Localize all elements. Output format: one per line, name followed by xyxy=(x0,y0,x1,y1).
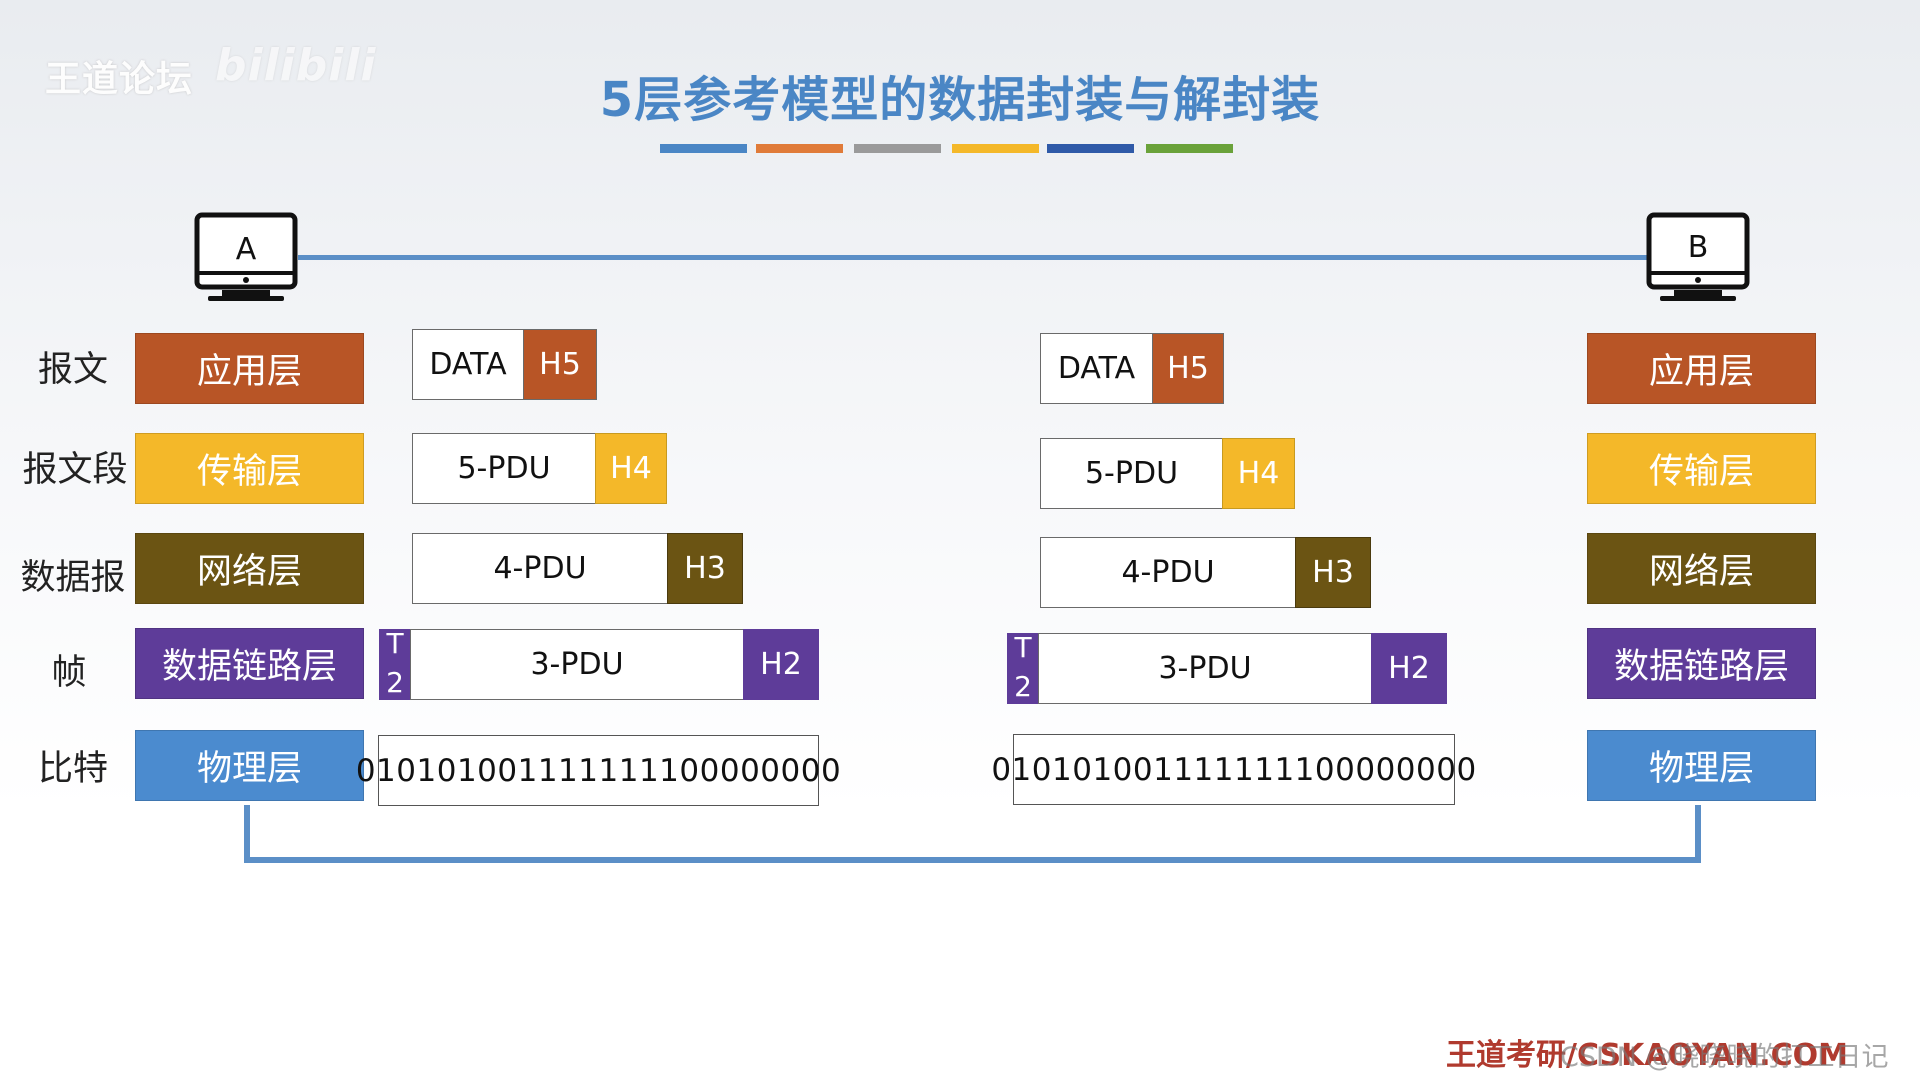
trailer-2: 2 xyxy=(386,666,404,699)
layer-application-a: 应用层 xyxy=(135,333,364,404)
receiver-datalink-header: H2 xyxy=(1371,633,1447,704)
layer-physical-a: 物理层 xyxy=(135,730,364,801)
receiver-network-data: 4-PDU xyxy=(1040,537,1296,608)
receiver-transport-header: H4 xyxy=(1222,438,1295,509)
receiver-datalink-trailer: T 2 xyxy=(1007,633,1039,704)
sender-datalink-trailer: T 2 xyxy=(379,629,411,700)
host-b-label: B xyxy=(1687,230,1709,265)
receiver-app-data: DATA xyxy=(1040,333,1153,404)
label-frame: 帧 xyxy=(51,653,87,693)
receiver-network-header: H3 xyxy=(1295,537,1371,608)
receiver-bitstream: 010101001111111100000000 xyxy=(991,734,1476,805)
watermark-bilibili: bilibili xyxy=(215,40,377,91)
trailer-t: T xyxy=(1014,631,1032,664)
layer-datalink-b: 数据链路层 xyxy=(1587,628,1816,699)
sender-network-data: 4-PDU xyxy=(412,533,668,604)
label-datagram: 数据报 xyxy=(20,558,126,598)
receiver-app-header: H5 xyxy=(1152,333,1224,404)
sender-transport-data: 5-PDU xyxy=(412,433,596,504)
bottom-connection-line xyxy=(244,857,1701,863)
sender-datalink-data: 3-PDU xyxy=(410,629,744,700)
receiver-datalink-data: 3-PDU xyxy=(1038,633,1372,704)
host-a-label: A xyxy=(235,232,257,267)
sender-transport-header: H4 xyxy=(595,433,667,504)
sender-datalink-header: H2 xyxy=(743,629,819,700)
monitor-icon xyxy=(194,212,298,301)
bottom-link-right xyxy=(1695,805,1701,863)
page-title: 5层参考模型的数据封装与解封装 xyxy=(599,72,1321,128)
trailer-2: 2 xyxy=(1014,670,1032,703)
layer-physical-b: 物理层 xyxy=(1587,730,1816,801)
bottom-link-left xyxy=(244,805,250,863)
sender-network-header: H3 xyxy=(667,533,743,604)
sender-app-data: DATA xyxy=(412,329,524,400)
layer-network-b: 网络层 xyxy=(1587,533,1816,604)
host-b-computer: B xyxy=(1646,212,1750,304)
top-connection-line xyxy=(298,255,1648,260)
layer-transport-b: 传输层 xyxy=(1587,433,1816,504)
layer-datalink-a: 数据链路层 xyxy=(135,628,364,699)
layer-network-a: 网络层 xyxy=(135,533,364,604)
receiver-transport-data: 5-PDU xyxy=(1040,438,1223,509)
footer-brand: 王道考研/CSKAOYAN.COM xyxy=(1446,1038,1848,1073)
label-message: 报文 xyxy=(37,350,108,390)
label-bit: 比特 xyxy=(37,749,108,789)
sender-app-header: H5 xyxy=(523,329,597,400)
watermark-logo: 王道论坛 xyxy=(45,59,194,100)
label-segment: 报文段 xyxy=(22,450,128,490)
footer-csdn-watermark: CSDN @晓晓晓的打工日记 xyxy=(1560,1042,1889,1073)
host-a-computer: A xyxy=(194,212,298,304)
sender-bitstream: 010101001111111100000000 xyxy=(356,735,841,806)
trailer-t: T xyxy=(386,627,404,660)
monitor-icon xyxy=(1646,212,1750,301)
layer-transport-a: 传输层 xyxy=(135,433,364,504)
layer-application-b: 应用层 xyxy=(1587,333,1816,404)
